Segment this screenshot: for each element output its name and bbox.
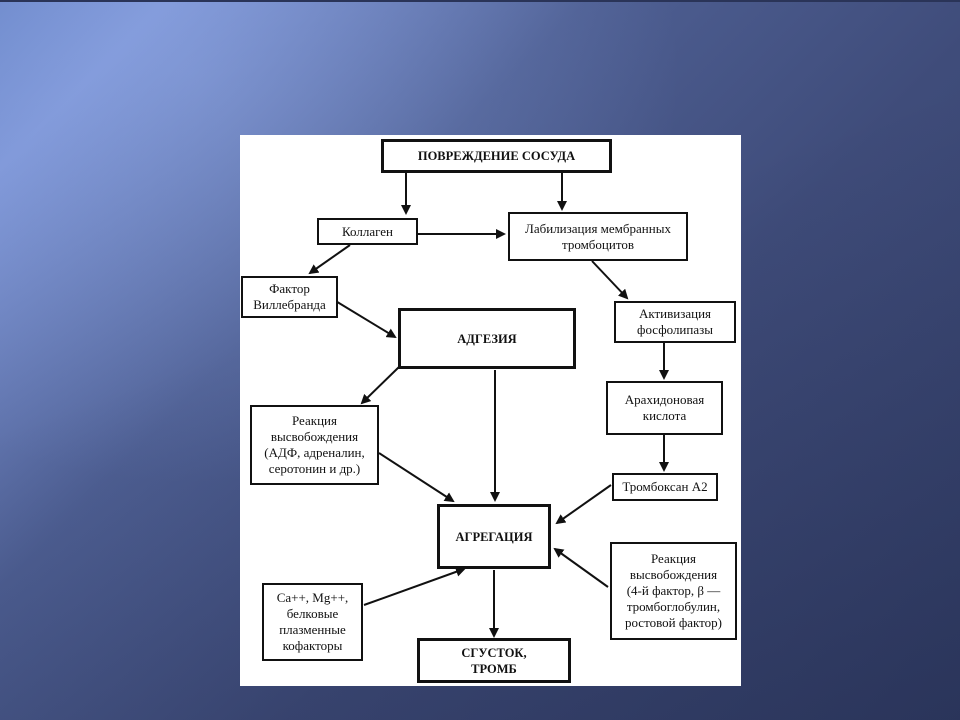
node-adhesion: АДГЕЗИЯ <box>398 308 576 369</box>
node-clot: СГУСТОК, ТРОМБ <box>417 638 571 683</box>
node-arachidonic: Арахидоновая кислота <box>606 381 723 435</box>
node-vessel-damage: ПОВРЕЖДЕНИЕ СОСУДА <box>381 139 612 173</box>
arrow-layer <box>308 173 669 638</box>
node-cofactors: Са++, Мg++, белковые плазменные кофактор… <box>262 583 363 661</box>
arrow-adhesion-release <box>360 365 401 405</box>
node-willebrand: Фактор Виллебранда <box>241 276 338 318</box>
node-collagen: Коллаген <box>317 218 418 245</box>
arrow-willebrand-adhesion <box>333 299 397 339</box>
arrow-cofactors-aggregation <box>363 567 466 606</box>
diagram-panel: ПОВРЕЖДЕНИЕ СОСУДА Коллаген Лабилизация … <box>240 135 741 686</box>
arrow-labilization-phospholipase <box>591 260 629 300</box>
node-thromboxane: Тромбоксан А2 <box>612 473 718 501</box>
top-stripe <box>0 0 960 2</box>
node-aggregation: АГРЕГАЦИЯ <box>437 504 551 569</box>
node-release-right: Реакция высвобождения (4-й фактор, β — т… <box>610 542 737 640</box>
arrow-thromboxane-aggregation <box>555 484 612 525</box>
arrow-release-right-aggregation <box>553 547 609 588</box>
arrow-release-aggregation <box>378 452 455 503</box>
arrow-collagen-willebrand <box>308 244 351 275</box>
node-labilization: Лабилизация мембранных тромбоцитов <box>508 212 688 261</box>
node-release-left: Реакция высвобождения (АДФ, адреналин, с… <box>250 405 379 485</box>
node-phospholipase: Активизация фосфолипазы <box>614 301 736 343</box>
